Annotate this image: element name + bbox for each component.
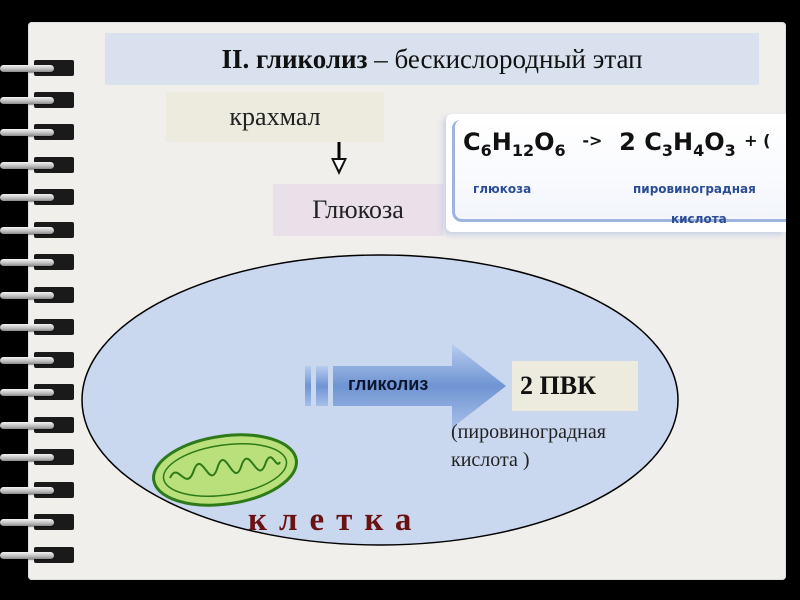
title-number: II. (221, 43, 250, 74)
binding-hole (34, 92, 74, 108)
binding-ring (0, 254, 74, 270)
starch-box: крахмал (166, 92, 384, 142)
binding-hole (34, 352, 74, 368)
binding-wire (0, 487, 54, 494)
pvk-note-line2: кислота ) (451, 449, 530, 471)
binding-ring (0, 222, 74, 238)
starch-label: крахмал (229, 102, 321, 131)
binding-hole (34, 60, 74, 76)
pvk-box: 2 ПВК (512, 361, 638, 411)
slide-title: II. гликолиз – бескислородный этап (105, 33, 759, 85)
binding-wire (0, 519, 54, 526)
binding-hole (34, 482, 74, 498)
cell-label: клетка (248, 502, 424, 538)
binding-ring (0, 287, 74, 303)
binding-hole (34, 384, 74, 400)
binding-ring (0, 514, 74, 530)
binding-hole (34, 157, 74, 173)
binding-wire (0, 324, 54, 331)
binding-wire (0, 357, 54, 364)
binding-wire (0, 97, 54, 104)
binding-wire (0, 389, 54, 396)
binding-hole (34, 514, 74, 530)
binding-ring (0, 352, 74, 368)
binding-wire (0, 65, 54, 72)
binding-wire (0, 259, 54, 266)
arrow-tail-bar-1 (305, 366, 311, 406)
pvk-note: (пировиноградная кислота ) (451, 418, 681, 474)
pvk-label: 2 ПВК (520, 371, 596, 400)
title-term: гликолиз (255, 43, 368, 74)
glycolysis-equation-panel: C6H12O6 -> 2 C3H4O3 + ( глюкоза пировино… (446, 114, 786, 232)
binding-ring (0, 384, 74, 400)
glycolysis-equation: C6H12O6 -> 2 C3H4O3 + ( (463, 128, 771, 160)
equation-label-pvk-line1: пировиноградная (633, 182, 756, 196)
equation-panel-inner: C6H12O6 -> 2 C3H4O3 + ( глюкоза пировино… (452, 120, 786, 226)
mitochondrion-icon (152, 433, 298, 507)
binding-hole (34, 319, 74, 335)
binding-ring (0, 417, 74, 433)
binding-ring (0, 449, 74, 465)
binding-hole (34, 189, 74, 205)
binding-ring (0, 547, 74, 563)
binding-hole (34, 222, 74, 238)
down-arrow-head-inner (334, 160, 344, 170)
binding-hole (34, 417, 74, 433)
binding-wire (0, 454, 54, 461)
pvk-note-line1: (пировиноградная (451, 421, 606, 443)
binding-ring (0, 157, 74, 173)
binding-wire (0, 552, 54, 559)
binding-ring (0, 60, 74, 76)
binding-wire (0, 162, 54, 169)
arrow-tail-bar-2 (316, 366, 328, 406)
glucose-label: Глюкоза (312, 195, 404, 224)
binding-ring (0, 124, 74, 140)
binding-hole (34, 124, 74, 140)
binding-wire (0, 422, 54, 429)
glycolysis-arrow (333, 344, 506, 428)
binding-ring (0, 319, 74, 335)
binding-wire (0, 292, 54, 299)
binding-wire (0, 194, 54, 201)
binding-hole (34, 449, 74, 465)
binding-hole (34, 254, 74, 270)
title-rest: – бескислородный этап (367, 43, 643, 74)
binding-ring (0, 92, 74, 108)
glucose-box: Глюкоза (273, 184, 443, 236)
binding-ring (0, 189, 74, 205)
binding-wire (0, 227, 54, 234)
binding-ring (0, 482, 74, 498)
binding-hole (34, 547, 74, 563)
binding-hole (34, 287, 74, 303)
glycolysis-arrow-label: гликолиз (348, 374, 429, 394)
binding-wire (0, 129, 54, 136)
equation-label-glucose: глюкоза (473, 182, 532, 196)
equation-label-pvk-line2: кислота (671, 212, 727, 226)
